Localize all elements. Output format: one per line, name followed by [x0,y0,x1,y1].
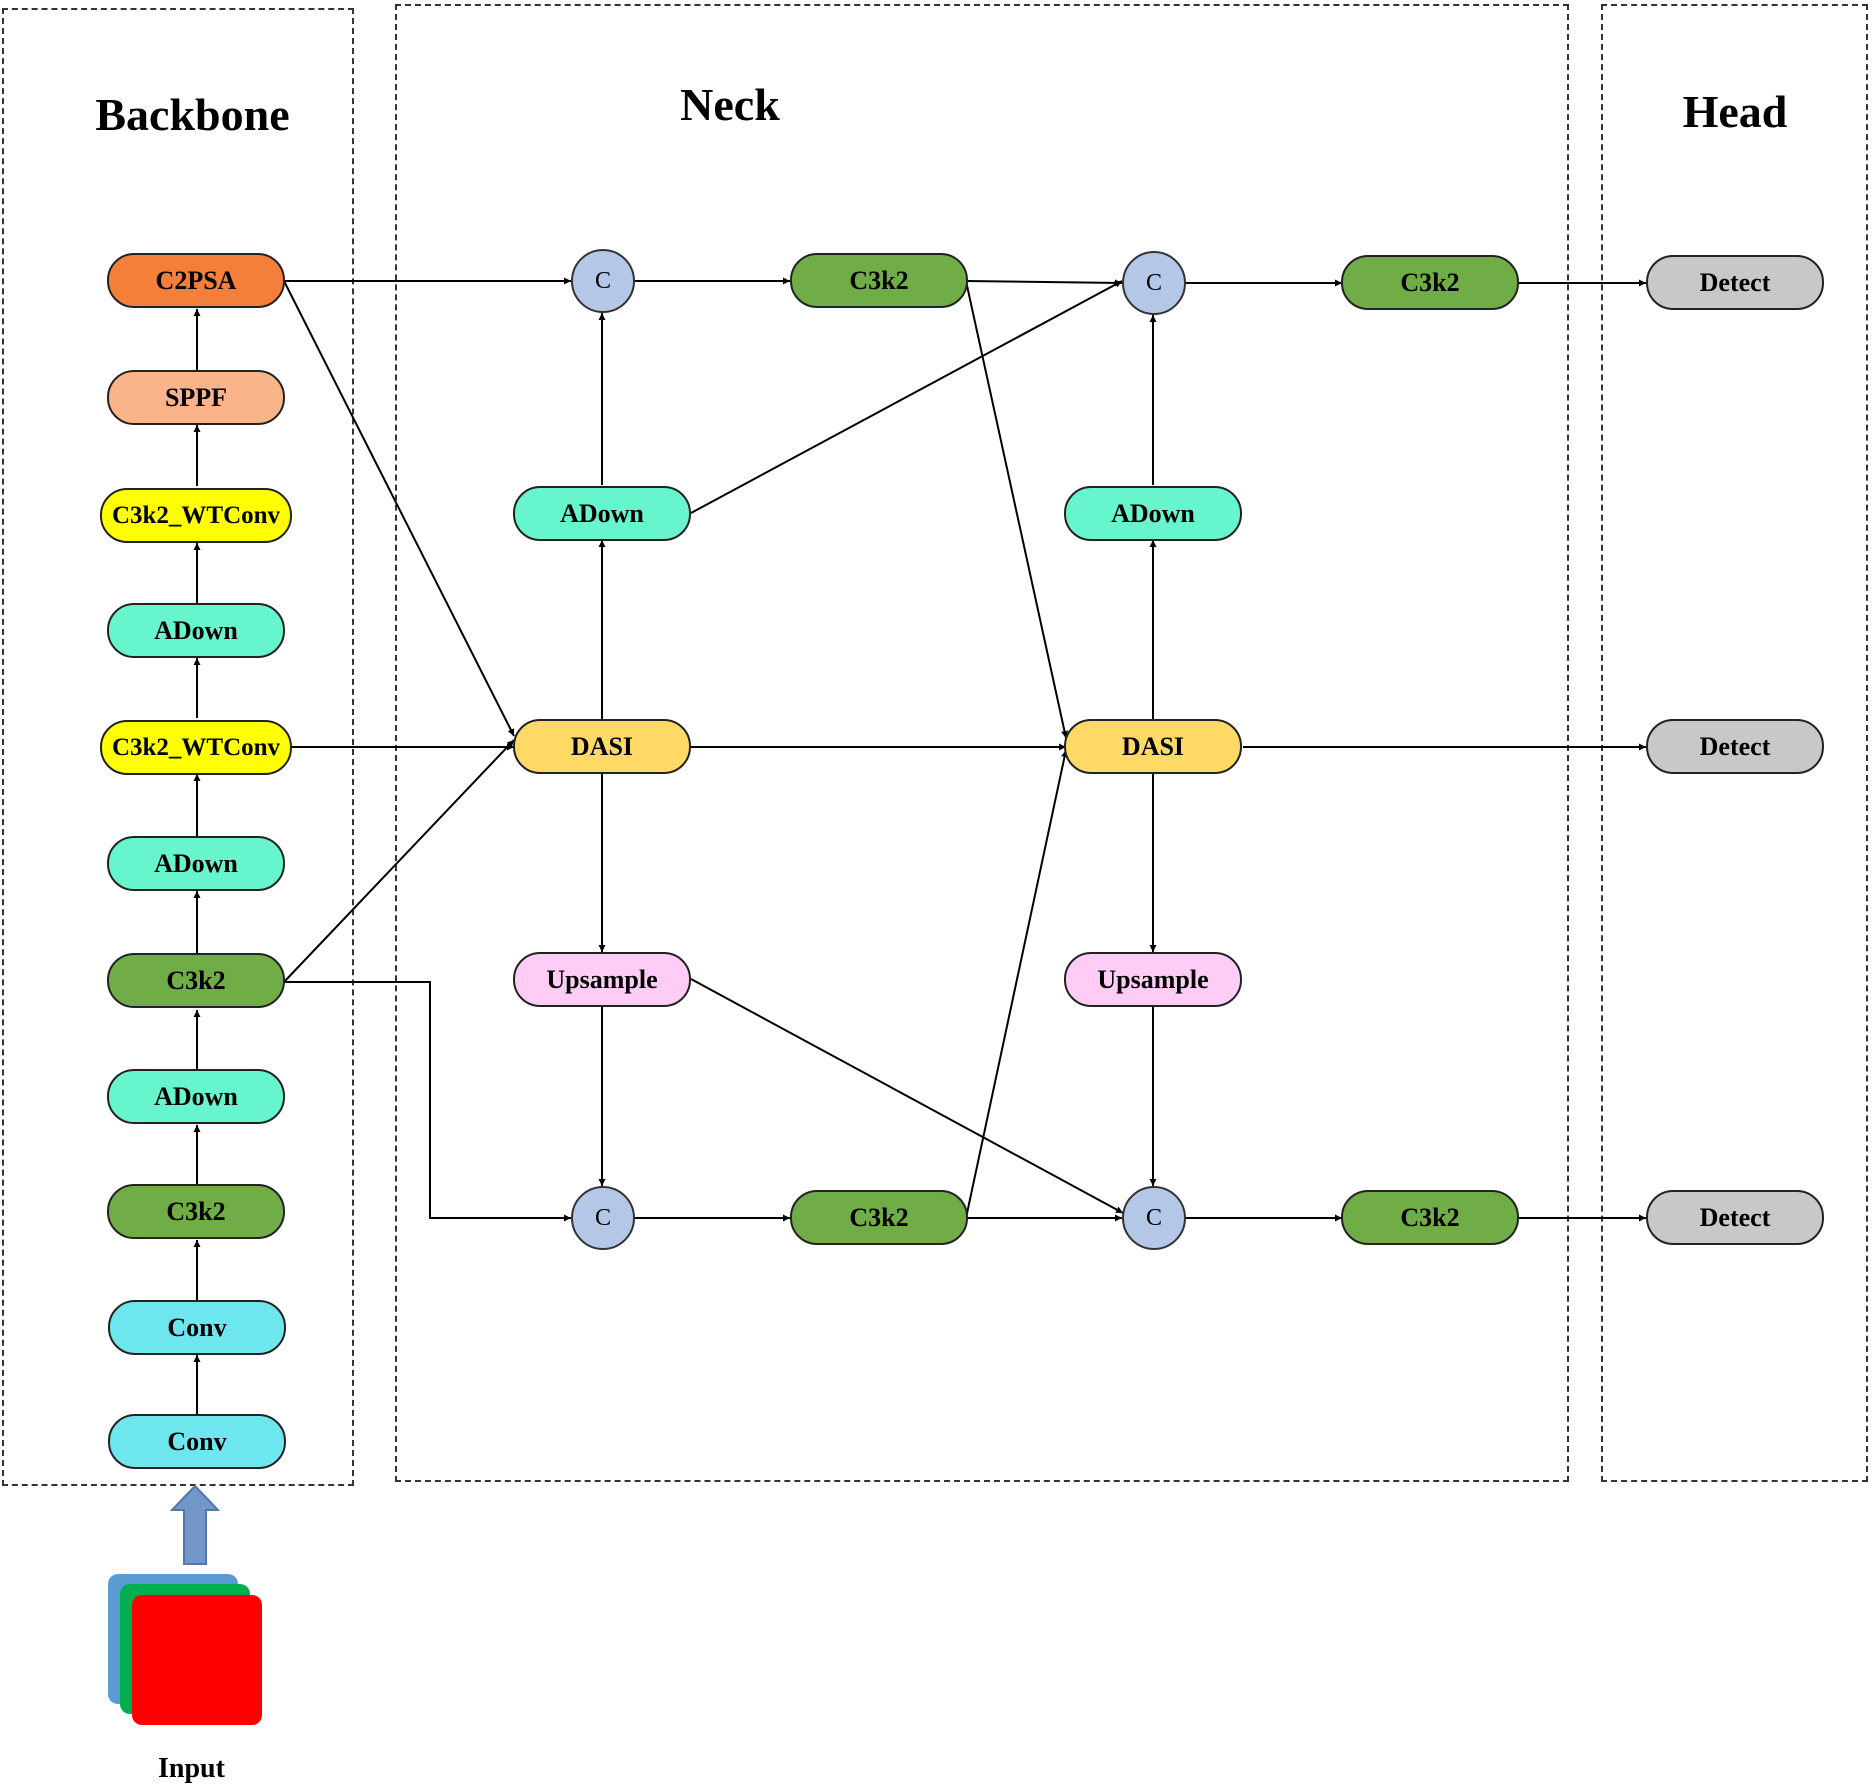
neck-adown-left-block: ADown [513,486,691,541]
head-title: Head [1682,86,1788,137]
neck-adown-right-block: ADown [1064,486,1242,541]
arrow-c3k2-to-right-concat [965,279,1123,287]
neck-upsample-left-block: Upsample [513,952,691,1007]
neck-concat-bottom-left: C [571,1186,635,1250]
backbone-conv-1-block: Conv [108,1414,286,1469]
backbone-c3k2-1-block: C3k2 [107,1184,285,1239]
backbone-c2psa-block: C2PSA [107,253,285,308]
head-section [1601,4,1868,1482]
arrow-c3k2-to-dasi [283,739,515,983]
input-up-arrow [170,1484,220,1565]
head-detect-bottom-block: Detect [1646,1190,1824,1245]
input-label: Input [158,1753,225,1784]
backbone-adown-2-block: ADown [107,836,285,891]
neck-title: Neck [680,79,780,130]
arrow-c3k2-to-bottom-concat [284,981,571,1222]
neck-c3k2-bottom-left-block: C3k2 [790,1190,968,1245]
neck-c3k2-bottom-right-block: C3k2 [1341,1190,1519,1245]
neck-c3k2-top-right-block: C3k2 [1341,255,1519,310]
neck-concat-top-left: C [571,249,635,313]
backbone-title: Backbone [95,89,290,140]
backbone-c3k2-wtconv-top-block: C3k2_WTConv [100,488,292,543]
backbone-c3k2-2-block: C3k2 [107,953,285,1008]
neck-section [395,4,1569,1482]
neck-dasi-left-block: DASI [513,719,691,774]
arrow-c3k2-bottom-to-right-dasi [965,749,1068,1219]
backbone-adown-1-block: ADown [107,1069,285,1124]
neck-c3k2-top-left-block: C3k2 [790,253,968,308]
backbone-sppf-block: SPPF [107,370,285,425]
backbone-adown-3-block: ADown [107,603,285,658]
arrow-c2psa-to-dasi [283,280,515,737]
neck-concat-bottom-right: C [1122,1186,1186,1250]
arrow-c3k2-to-right-dasi [965,280,1068,739]
head-detect-top-block: Detect [1646,255,1824,310]
neck-concat-top-right: C [1122,251,1186,315]
arrow-upsample-to-right-concat [690,978,1124,1214]
input-image-red-channel [132,1595,262,1725]
neck-upsample-right-block: Upsample [1064,952,1242,1007]
neck-dasi-right-block: DASI [1064,719,1242,774]
arrow-adown-to-right-concat [690,280,1123,514]
head-detect-mid-block: Detect [1646,719,1824,774]
backbone-conv-2-block: Conv [108,1300,286,1355]
backbone-c3k2-wtconv-mid-block: C3k2_WTConv [100,720,292,775]
